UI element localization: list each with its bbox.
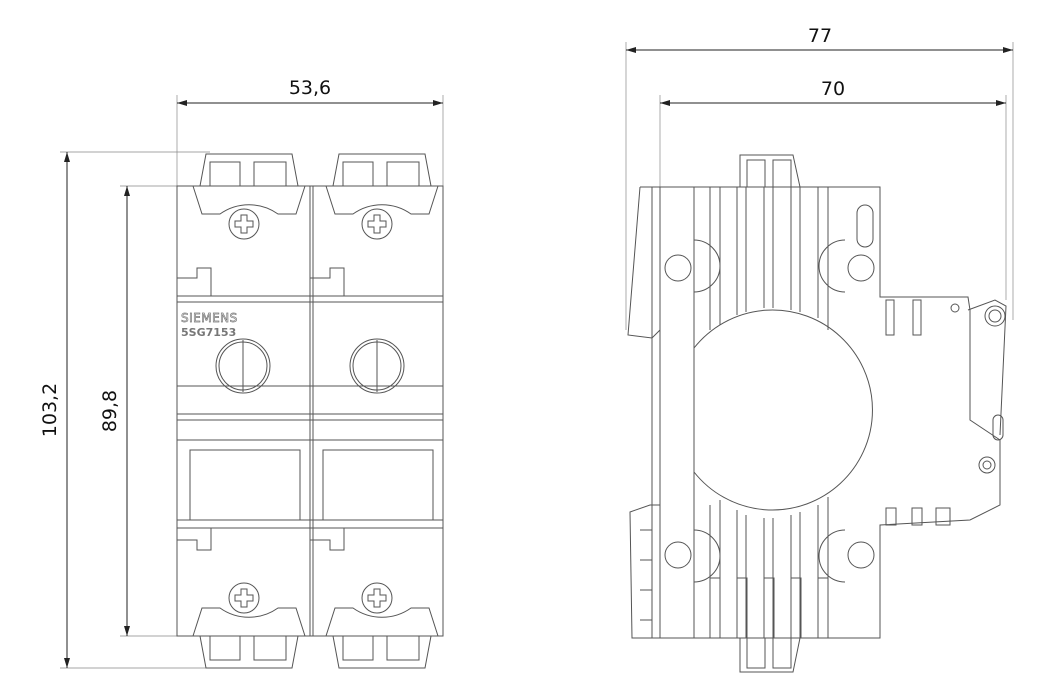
terminal-top-right: [310, 153, 439, 296]
brand-label: SIEMENS: [181, 311, 238, 325]
model-label: 5SG7153: [181, 326, 236, 339]
side-view: 77 70: [625, 25, 1014, 673]
screw-icon: [361, 208, 393, 240]
terminal-bottom-right: [310, 528, 439, 669]
ribs: [693, 187, 829, 638]
screw-icon: [361, 582, 393, 614]
side-body-outline: [629, 186, 1001, 639]
screw-icon: [228, 582, 260, 614]
dim-height-total: 103,2: [39, 383, 61, 437]
indicator-right: [349, 338, 405, 394]
screw-icon: [228, 208, 260, 240]
indicator-left: [215, 338, 271, 394]
dim-depth-body: 70: [821, 78, 845, 100]
bottom-clip: [739, 637, 801, 673]
front-view: SIEMENS 5SG7153 53,6 103,2 89,8: [39, 77, 444, 669]
round-recess: [693, 309, 873, 511]
dim-depth-total: 77: [808, 25, 832, 47]
top-clip: [739, 154, 801, 188]
terminal-bottom-left: [177, 528, 306, 669]
terminal-top-left: [177, 153, 306, 296]
dim-height-body: 89,8: [99, 390, 121, 432]
dim-width: 53,6: [289, 77, 331, 99]
